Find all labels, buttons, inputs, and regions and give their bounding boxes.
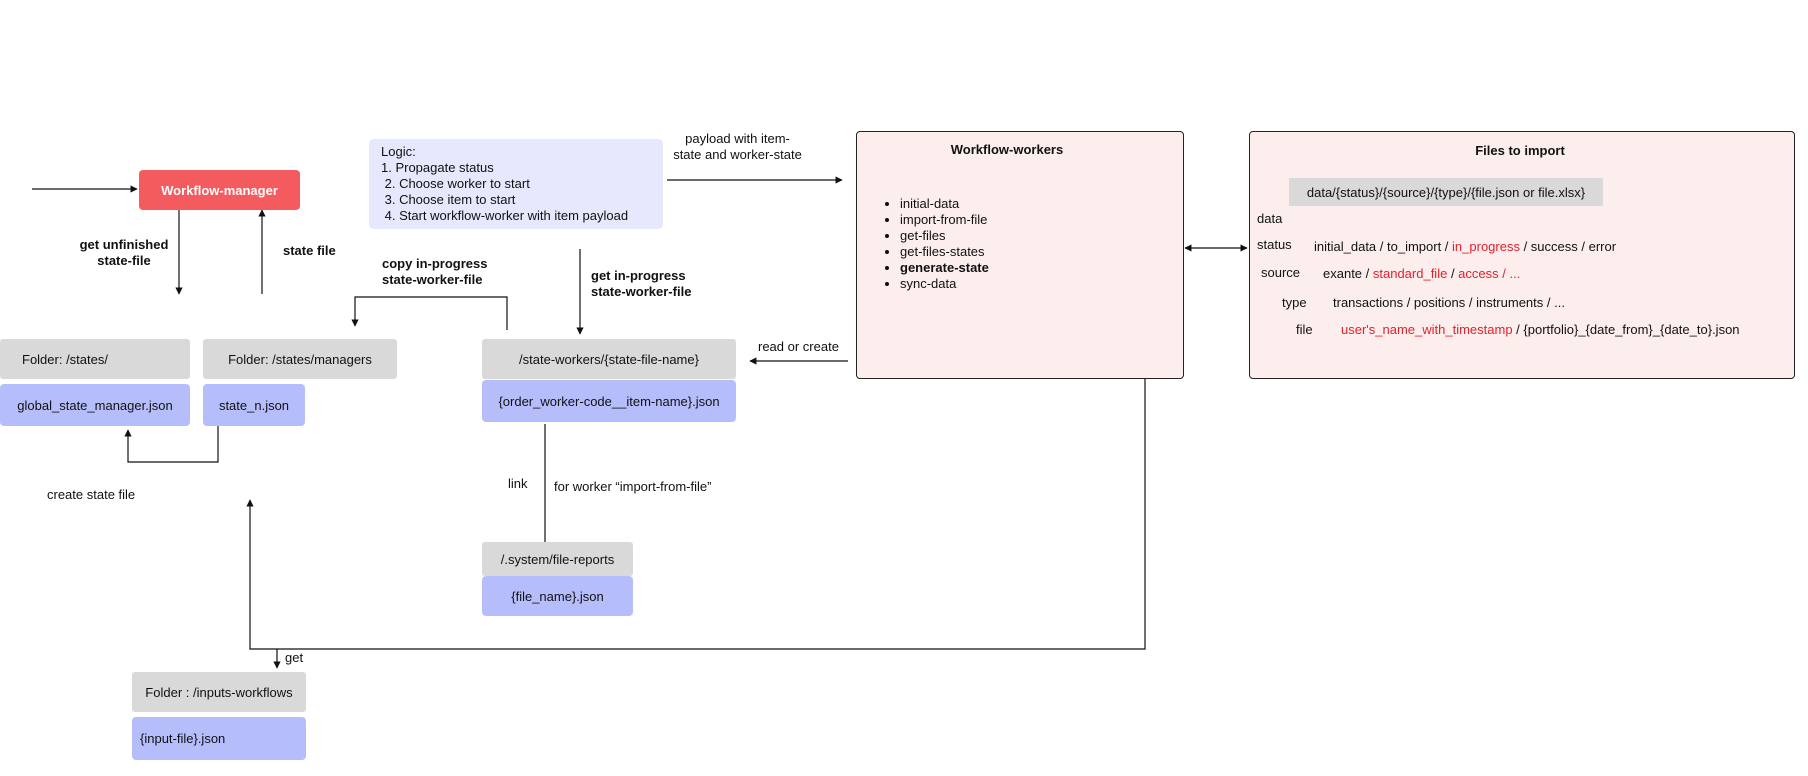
worker-item-generate-state[interactable]: generate-state bbox=[900, 260, 989, 276]
create-state-arrow bbox=[124, 425, 219, 463]
worker-item-initial-data[interactable]: initial-data bbox=[900, 196, 989, 212]
workflow-manager-node[interactable]: Workflow-manager bbox=[139, 170, 300, 210]
file-global-state-manager[interactable]: global_state_manager.json bbox=[0, 384, 190, 426]
label-create-state-file: create state file bbox=[47, 487, 136, 502]
worker-item-get-files-states[interactable]: get-files-states bbox=[900, 244, 989, 260]
label-get-in-progress: get in-progress state-worker-file bbox=[591, 268, 692, 299]
label-read-or-create: read or create bbox=[758, 339, 839, 354]
workflow-workers-panel: Workflow-workers initial-data import-fro… bbox=[856, 131, 1184, 379]
source-values-standard-file: standard_file bbox=[1372, 266, 1448, 281]
logic-line-2: 2. Choose worker to start bbox=[381, 176, 530, 191]
worker-item-get-files[interactable]: get-files bbox=[900, 228, 989, 244]
source-values-a: exante / bbox=[1323, 266, 1373, 281]
folder-file-reports[interactable]: /.system/file-reports bbox=[482, 542, 633, 576]
file-state-n[interactable]: state_n.json bbox=[203, 384, 305, 426]
files-file-values: user's_name_with_timestamp / {portfolio}… bbox=[1341, 322, 1740, 338]
files-key-type: type bbox=[1282, 295, 1307, 310]
folder-states-label: Folder: /states/ bbox=[22, 351, 108, 367]
files-key-file: file bbox=[1296, 322, 1313, 337]
file-order-worker-code[interactable]: {order_worker-code__item-name}.json bbox=[482, 380, 736, 422]
folder-state-workers-label: /state-workers/{state-file-name} bbox=[519, 351, 699, 367]
file-values-portfolio: / {portfolio}_{date_from}_{date_to}.json bbox=[1512, 322, 1740, 337]
logic-line-1: 1. Propagate status bbox=[381, 160, 494, 175]
logic-box: Logic: 1. Propagate status 2. Choose wor… bbox=[369, 139, 663, 229]
files-key-source: source bbox=[1261, 265, 1301, 280]
file-global-state-manager-label: global_state_manager.json bbox=[17, 397, 173, 413]
workflow-workers-title: Workflow-workers bbox=[950, 142, 1064, 157]
copy-arrow bbox=[351, 296, 508, 330]
folder-states-managers[interactable]: Folder: /states/managers bbox=[203, 339, 397, 379]
label-get-unfinished: get unfinished state-file bbox=[79, 237, 169, 268]
logic-line-4: 4. Start workflow-worker with item paylo… bbox=[381, 208, 629, 223]
file-order-worker-code-label: {order_worker-code__item-name}.json bbox=[498, 393, 720, 409]
files-to-import-title: Files to import bbox=[1475, 143, 1565, 158]
files-to-import-panel bbox=[1249, 131, 1795, 379]
files-key-status: status bbox=[1257, 237, 1292, 252]
files-status-values: initial_data / to_import / in_progress /… bbox=[1314, 239, 1616, 255]
folder-file-reports-label: /.system/file-reports bbox=[500, 551, 615, 567]
source-values-c: / bbox=[1447, 266, 1459, 281]
workflow-workers-list: initial-data import-from-file get-files … bbox=[884, 196, 989, 292]
worker-item-sync-data[interactable]: sync-data bbox=[900, 276, 989, 292]
label-state-file: state file bbox=[283, 243, 336, 258]
worker-item-import-from-file[interactable]: import-from-file bbox=[900, 212, 989, 228]
status-values-in-progress: in_progress bbox=[1452, 239, 1520, 254]
logic-title: Logic: bbox=[381, 144, 416, 159]
file-input-file-label: {input-file}.json bbox=[140, 731, 226, 746]
label-get: get bbox=[285, 650, 304, 665]
folder-inputs-workflows[interactable]: Folder : /inputs-workflows bbox=[132, 672, 306, 712]
folder-states-managers-label: Folder: /states/managers bbox=[228, 351, 372, 367]
folder-state-workers[interactable]: /state-workers/{state-file-name} bbox=[482, 339, 736, 379]
files-source-values: exante / standard_file / access / ... bbox=[1323, 266, 1520, 282]
files-type-values: transactions / positions / instruments /… bbox=[1333, 295, 1565, 310]
files-path-template: data/{status}/{source}/{type}/{file.json… bbox=[1289, 178, 1603, 206]
files-path-template-label: data/{status}/{source}/{type}/{file.json… bbox=[1306, 184, 1586, 200]
status-values-c: / success / error bbox=[1519, 239, 1617, 254]
label-copy-in-progress: copy in-progress state-worker-file bbox=[382, 256, 488, 287]
files-key-data: data bbox=[1257, 211, 1283, 226]
label-payload: payload with item- state and worker-stat… bbox=[673, 131, 802, 162]
workflow-manager-label: Workflow-manager bbox=[161, 182, 278, 198]
file-values-user-name: user's_name_with_timestamp bbox=[1341, 322, 1513, 337]
file-file-name[interactable]: {file_name}.json bbox=[482, 576, 633, 616]
label-for-worker: for worker “import-from-file” bbox=[554, 479, 712, 494]
file-state-n-label: state_n.json bbox=[218, 397, 290, 413]
label-link: link bbox=[508, 476, 528, 491]
folder-states[interactable]: Folder: /states/ bbox=[0, 339, 190, 379]
status-values-a: initial_data / to_import / bbox=[1314, 239, 1453, 254]
folder-inputs-workflows-label: Folder : /inputs-workflows bbox=[145, 684, 293, 700]
file-file-name-label: {file_name}.json bbox=[511, 588, 604, 604]
file-input-file[interactable]: {input-file}.json bbox=[132, 717, 306, 760]
logic-line-3: 3. Choose item to start bbox=[381, 192, 516, 207]
source-values-access: access / ... bbox=[1458, 266, 1521, 281]
